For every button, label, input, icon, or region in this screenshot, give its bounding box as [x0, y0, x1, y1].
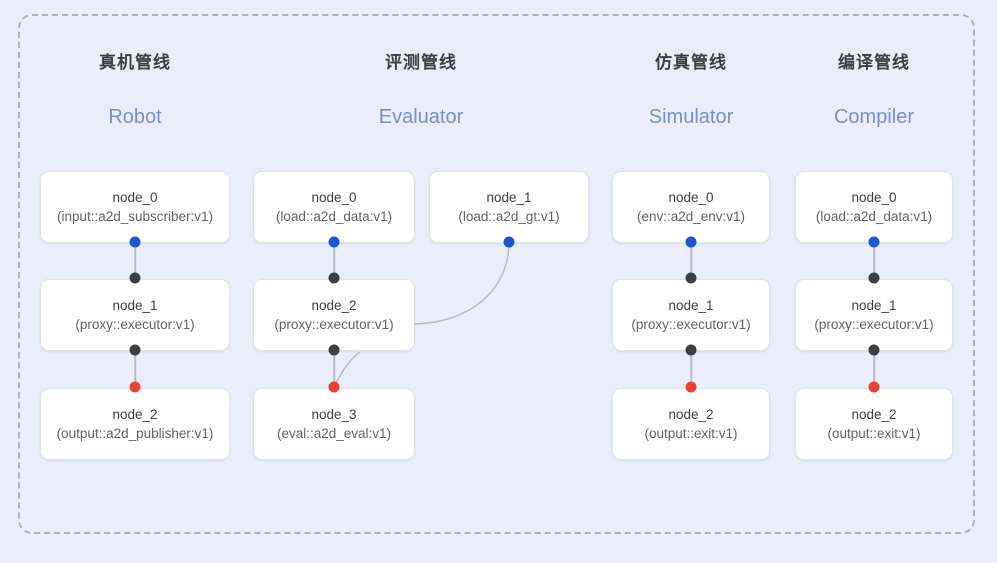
column-compiler: 编译管线 Compiler: [779, 48, 969, 129]
port-robot-node-1-input[interactable]: [129, 272, 141, 284]
node-name: node_1: [112, 298, 158, 313]
node-spec: (output::exit:v1): [827, 426, 921, 441]
column-simulator: 仿真管线 Simulator: [596, 48, 786, 129]
column-robot: 真机管线 Robot: [40, 48, 230, 129]
column-title-cn-robot: 真机管线: [99, 53, 171, 72]
node-name: node_3: [311, 407, 357, 422]
node-spec: (env::a2d_env:v1): [636, 209, 746, 224]
node-name: node_1: [668, 298, 714, 313]
port-comp-node-2-input[interactable]: [868, 381, 880, 393]
node-spec: (output::a2d_publisher:v1): [56, 426, 214, 441]
node-name: node_0: [668, 190, 714, 205]
node-spec: (proxy::executor:v1): [274, 317, 394, 332]
node-eval-node-2[interactable]: node_2 (proxy::executor:v1): [253, 279, 415, 351]
node-spec: (input::a2d_subscriber:v1): [56, 209, 214, 224]
edge-comp-0-to-1: [873, 242, 875, 278]
port-comp-node-1-input[interactable]: [868, 272, 880, 284]
node-sim-node-1[interactable]: node_1 (proxy::executor:v1): [612, 279, 770, 351]
node-name: node_2: [112, 407, 158, 422]
column-evaluator: 评测管线 Evaluator: [326, 48, 516, 129]
node-spec: (proxy::executor:v1): [631, 317, 751, 332]
node-spec: (load::a2d_data:v1): [275, 209, 393, 224]
port-eval-node-2-input[interactable]: [328, 272, 340, 284]
column-title-cn-compiler: 编译管线: [838, 53, 910, 72]
node-robot-node-0[interactable]: node_0 (input::a2d_subscriber:v1): [40, 171, 230, 243]
port-sim-node-0-output[interactable]: [685, 236, 697, 248]
node-name: node_2: [668, 407, 714, 422]
node-spec: (output::exit:v1): [644, 426, 738, 441]
node-robot-node-2[interactable]: node_2 (output::a2d_publisher:v1): [40, 388, 230, 460]
node-name: node_1: [851, 298, 897, 313]
node-comp-node-1[interactable]: node_1 (proxy::executor:v1): [795, 279, 953, 351]
column-title-cn-evaluator: 评测管线: [385, 53, 457, 72]
node-spec: (load::a2d_data:v1): [815, 209, 933, 224]
node-name: node_0: [311, 190, 357, 205]
column-subtitle-en-evaluator: Evaluator: [378, 106, 464, 128]
port-eval-node-2-output[interactable]: [328, 344, 340, 356]
edge-comp-1-to-2: [873, 350, 875, 387]
port-sim-node-1-input[interactable]: [685, 272, 697, 284]
edge-sim-0-to-1: [690, 242, 692, 278]
node-spec: (load::a2d_gt:v1): [458, 209, 560, 224]
port-comp-node-0-output[interactable]: [868, 236, 880, 248]
node-name: node_2: [311, 298, 357, 313]
node-name: node_0: [112, 190, 158, 205]
port-eval-node-3-input[interactable]: [328, 381, 340, 393]
edge-robot-0-to-1: [134, 242, 136, 278]
port-robot-node-0-output[interactable]: [129, 236, 141, 248]
node-sim-node-2[interactable]: node_2 (output::exit:v1): [612, 388, 770, 460]
edge-eval-0-to-2: [333, 242, 335, 278]
column-title-cn-simulator: 仿真管线: [655, 53, 727, 72]
column-subtitle-en-robot: Robot: [108, 106, 162, 128]
node-spec: (eval::a2d_eval:v1): [276, 426, 392, 441]
port-sim-node-2-input[interactable]: [685, 381, 697, 393]
node-eval-node-1[interactable]: node_1 (load::a2d_gt:v1): [429, 171, 589, 243]
node-eval-node-0[interactable]: node_0 (load::a2d_data:v1): [253, 171, 415, 243]
port-robot-node-2-input[interactable]: [129, 381, 141, 393]
node-comp-node-2[interactable]: node_2 (output::exit:v1): [795, 388, 953, 460]
node-spec: (proxy::executor:v1): [814, 317, 934, 332]
port-eval-node-0-output[interactable]: [328, 236, 340, 248]
node-name: node_1: [486, 190, 532, 205]
port-comp-node-1-output[interactable]: [868, 344, 880, 356]
node-comp-node-0[interactable]: node_0 (load::a2d_data:v1): [795, 171, 953, 243]
port-eval-node-1-output[interactable]: [503, 236, 515, 248]
port-robot-node-1-output[interactable]: [129, 344, 141, 356]
edge-robot-1-to-2: [134, 350, 136, 387]
node-eval-node-3[interactable]: node_3 (eval::a2d_eval:v1): [253, 388, 415, 460]
column-subtitle-en-compiler: Compiler: [833, 106, 915, 128]
node-spec: (proxy::executor:v1): [75, 317, 195, 332]
column-subtitle-en-simulator: Simulator: [648, 106, 734, 128]
node-robot-node-1[interactable]: node_1 (proxy::executor:v1): [40, 279, 230, 351]
port-sim-node-1-output[interactable]: [685, 344, 697, 356]
edge-sim-1-to-2: [690, 350, 692, 387]
node-sim-node-0[interactable]: node_0 (env::a2d_env:v1): [612, 171, 770, 243]
node-name: node_0: [851, 190, 897, 205]
node-name: node_2: [851, 407, 897, 422]
